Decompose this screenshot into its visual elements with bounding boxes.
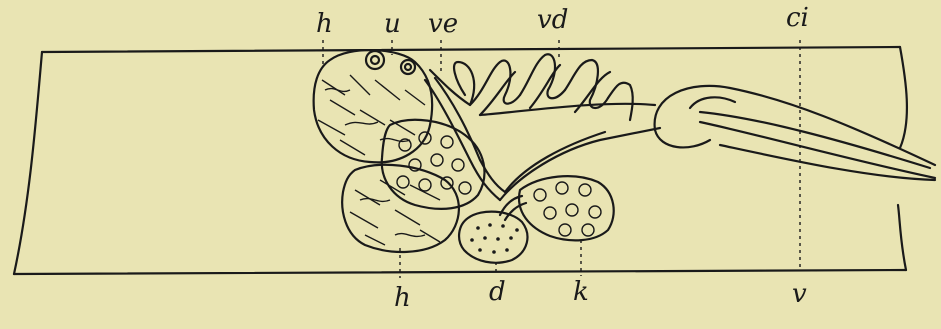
label-k: k: [573, 277, 589, 307]
organ-u: [366, 51, 415, 74]
gland-d: [459, 212, 527, 263]
intestine: [655, 86, 935, 180]
coiled-duct: [430, 54, 655, 120]
top-labels: h u ve vd ci: [316, 3, 809, 39]
vessel-ve: [425, 78, 660, 200]
label-u: u: [384, 9, 401, 39]
leader-lines: [323, 40, 800, 278]
label-vd: vd: [537, 5, 568, 35]
bottom-labels: h d k v: [394, 277, 807, 313]
gland-k: [519, 176, 614, 240]
label-h-bottom: h: [394, 283, 411, 313]
label-v: v: [792, 279, 807, 309]
label-h-top: h: [316, 9, 333, 39]
label-d: d: [489, 277, 506, 307]
label-ci: ci: [786, 3, 809, 33]
label-ve: ve: [428, 9, 458, 39]
